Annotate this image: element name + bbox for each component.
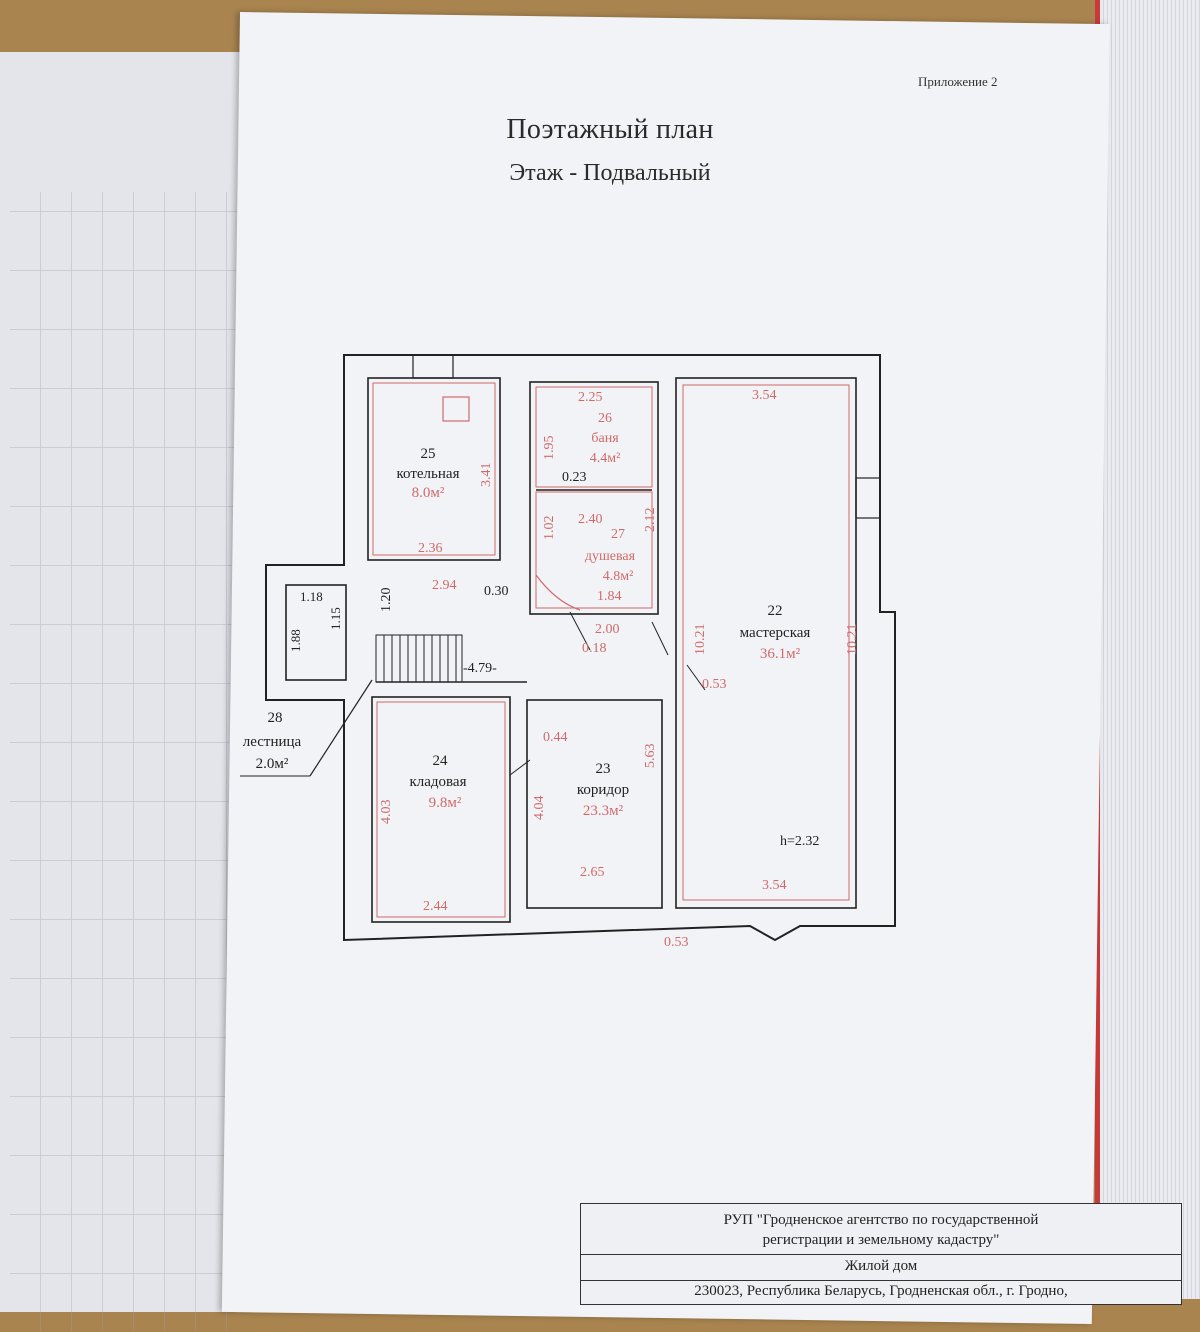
room-28-area: 2.0м² xyxy=(256,756,289,772)
dim-label: 1.15 xyxy=(328,607,343,630)
staircase xyxy=(375,634,463,683)
appendix-label: Приложение 2 xyxy=(918,74,998,89)
dim-label: 3.54 xyxy=(762,878,787,893)
room-27-outline xyxy=(535,491,653,609)
dim-label: 2.40 xyxy=(578,512,603,527)
room-22-area: 36.1м² xyxy=(760,646,801,662)
room-27-area: 4.8м² xyxy=(603,569,634,584)
outer-wall xyxy=(265,354,896,942)
room-27-number: 27 xyxy=(611,527,625,542)
shower-door-arc xyxy=(535,574,581,611)
title-block-address: 230023, Республика Беларусь, Гродненская… xyxy=(694,1283,1068,1299)
title-block: РУП "Гродненское агентство по государств… xyxy=(580,1203,1182,1305)
dim-label: 3.54 xyxy=(752,388,777,403)
dim-label: 0.44 xyxy=(543,730,568,745)
room-22-walls xyxy=(675,377,857,909)
room-28-name: лестница xyxy=(243,734,302,750)
room-25-outline xyxy=(372,382,496,556)
room-22-name: мастерская xyxy=(740,625,811,641)
left-page xyxy=(0,52,260,1332)
dim-label: 2.12 xyxy=(643,508,658,533)
dim-label: 0.53 xyxy=(664,935,689,950)
room-28-walls xyxy=(285,584,347,681)
room-23-name: коридор xyxy=(577,782,629,798)
room-26-outline xyxy=(535,386,653,488)
dim-label: 2.44 xyxy=(423,899,448,914)
door-line-1 xyxy=(569,611,591,651)
room-24-walls xyxy=(371,696,511,923)
room-26-name: баня xyxy=(591,431,619,446)
room-25-name: котельная xyxy=(397,466,460,482)
window-north xyxy=(412,354,454,379)
dim-label: 1.20 xyxy=(379,588,394,613)
room-24-outline xyxy=(376,701,506,918)
room-26-number: 26 xyxy=(598,411,612,426)
room-23-walls xyxy=(526,699,663,909)
room-25-number: 25 xyxy=(421,446,436,462)
room-24-name: кладовая xyxy=(409,774,466,790)
dim-label: 2.94 xyxy=(432,578,457,593)
dim-label: 1.18 xyxy=(300,589,323,604)
room-26-27-walls xyxy=(529,381,659,615)
dim-label: 2.25 xyxy=(578,390,603,405)
room-24-area: 9.8м² xyxy=(429,795,462,811)
title-block-org-line1: РУП "Гродненское агентство по государств… xyxy=(723,1212,1039,1228)
dim-label: 2.65 xyxy=(580,865,605,880)
leader-28 xyxy=(309,679,373,777)
boiler-symbol xyxy=(442,396,470,422)
room-22-number: 22 xyxy=(768,603,783,619)
room-24-number: 24 xyxy=(433,753,449,769)
room-23-area: 23.3м² xyxy=(583,803,624,819)
title-block-object: Жилой дом xyxy=(844,1258,918,1274)
window-east xyxy=(855,477,881,519)
room-27-name: душевая xyxy=(585,549,636,564)
dim-label: 0.53 xyxy=(702,677,727,692)
page-stack xyxy=(1100,0,1200,1299)
dim-label: 4.03 xyxy=(379,800,394,825)
floor-plan-drawing: 25 котельная 8.0м² 26 баня 4.4м² 27 душе… xyxy=(240,354,896,950)
room-23-number: 23 xyxy=(596,761,611,777)
door-line-3 xyxy=(686,664,706,691)
dim-label: 1.95 xyxy=(542,436,557,461)
room-28-number: 28 xyxy=(268,710,283,726)
dim-label: 10.21 xyxy=(693,624,708,656)
door-line-4 xyxy=(509,759,531,776)
title-block-divider xyxy=(581,1280,1181,1281)
dim-label: 0.30 xyxy=(484,584,509,599)
dim-label: 0.18 xyxy=(582,641,607,656)
dim-label: -4.79- xyxy=(463,661,497,676)
left-page-grid xyxy=(10,192,250,1332)
room-26-area: 4.4м² xyxy=(590,451,621,466)
door-line-2 xyxy=(651,621,669,656)
dim-label: 4.04 xyxy=(532,796,547,821)
dim-label: 1.02 xyxy=(542,516,557,541)
title-block-org-line2: регистрации и земельному кадастру" xyxy=(762,1232,1000,1248)
ceiling-height: h=2.32 xyxy=(780,834,819,849)
dim-label: 1.84 xyxy=(597,589,622,604)
page-title: Поэтажный план xyxy=(506,114,714,145)
dim-label: 10.21 xyxy=(845,624,860,656)
dim-label: 2.36 xyxy=(418,541,443,556)
dim-label: 2.00 xyxy=(595,622,620,637)
dim-label: 0.23 xyxy=(562,470,587,485)
floor-subtitle: Этаж - Подвальный xyxy=(509,160,711,186)
dim-label: 3.41 xyxy=(479,463,494,488)
dim-label: 5.63 xyxy=(643,744,658,769)
dim-label: 1.88 xyxy=(288,629,303,652)
title-block-divider xyxy=(581,1254,1181,1255)
room-25-area: 8.0м² xyxy=(412,485,445,501)
room-22-outline xyxy=(682,384,850,901)
